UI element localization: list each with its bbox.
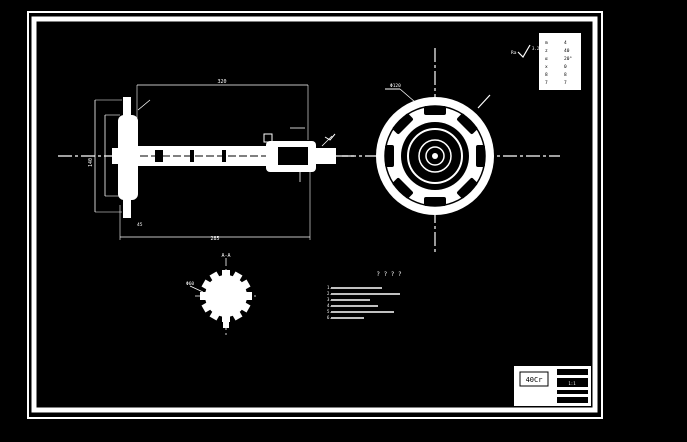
- title-cell-2: [557, 378, 588, 387]
- section-leader: [189, 285, 204, 293]
- param-row-3-val: 20°: [564, 56, 572, 62]
- note-line-5: 5.: [327, 309, 332, 314]
- side-pcd-text: Φ120: [390, 83, 401, 89]
- param-row-2-val: 40: [564, 48, 570, 54]
- flange-boss: [112, 148, 120, 164]
- param-row-3-key: α: [545, 57, 548, 62]
- ring-bore: [425, 146, 445, 166]
- note-line-2: 2.: [327, 291, 332, 296]
- roughness-symbol: Ra: [511, 50, 517, 56]
- note-line-4: 4.: [327, 303, 332, 308]
- param-row-4-key: x: [545, 65, 548, 70]
- roughness-check-icon: [517, 44, 531, 58]
- front-view-shaft: 320 285 140 45: [58, 79, 356, 242]
- note-line-3: 3.: [327, 297, 332, 302]
- ring-window: [457, 113, 478, 134]
- title-scale: 1:1: [568, 381, 576, 386]
- section-view-a-a: A-A Φ60: [186, 253, 258, 335]
- param-row-6-key: 7: [545, 80, 548, 86]
- ring-window: [385, 145, 394, 167]
- ring-window-set: [385, 106, 485, 206]
- ring-window: [424, 106, 446, 115]
- note-line-1: 1.: [327, 285, 332, 290]
- dim-end-note: 45: [137, 222, 143, 228]
- section-dia-text: Φ60: [186, 281, 194, 287]
- param-row-5-key: 8: [545, 72, 548, 78]
- material-code: 40Cr: [526, 376, 543, 384]
- side-leader-left: [399, 88, 416, 103]
- leader-end: [321, 135, 333, 147]
- flange-hub-bottom: [123, 198, 131, 218]
- param-table-bg: [539, 33, 581, 90]
- roughness-symbol-icon: [324, 133, 336, 141]
- ring-window: [392, 178, 413, 199]
- ring-window: [392, 113, 413, 134]
- spline-tooth: [222, 270, 230, 277]
- section-disk: [205, 275, 247, 317]
- side-view-ring: Φ120: [342, 48, 560, 253]
- notes-heading: ? ? ? ?: [376, 271, 402, 278]
- ring-window: [476, 145, 485, 167]
- param-row-4-val: 0: [564, 64, 567, 70]
- param-row-6-val: 7: [564, 80, 567, 86]
- shaft-head-bore: [278, 147, 308, 165]
- technical-notes: ? ? ? ? 1. 2. 3. 4. 5. 6.: [327, 271, 402, 320]
- param-row-1-val: 4: [564, 40, 567, 46]
- flange-disk: [118, 115, 138, 200]
- roughness-value: 3.2: [532, 46, 540, 51]
- title-cell-4: [557, 397, 588, 403]
- gear-param-table: m 4 z 40 α 20° x 0 8 8 7 7: [539, 33, 581, 90]
- title-cell-1: [557, 369, 588, 375]
- param-row-1-key: m: [545, 41, 548, 46]
- title-code-cell: [519, 371, 549, 387]
- title-cell-3: [557, 390, 588, 394]
- side-leader-right: [477, 94, 491, 109]
- datum-box: [263, 133, 273, 143]
- param-row-5-val: 8: [564, 72, 567, 78]
- ring-window: [457, 178, 478, 199]
- outer-frame: [27, 11, 603, 419]
- ring-hub: [418, 139, 452, 173]
- shaft-end: [316, 148, 336, 164]
- section-label: A-A: [221, 253, 230, 259]
- title-block: 40Cr 1:1: [514, 366, 591, 406]
- flange-hub-top: [123, 97, 131, 119]
- ring-window: [424, 197, 446, 206]
- dim-height-text: 140: [88, 158, 94, 167]
- roughness-mark: Ra 3.2: [511, 44, 540, 58]
- dim-bottom-text: 285: [210, 236, 219, 242]
- ring-center-dot: [432, 153, 438, 159]
- param-row-2-key: z: [545, 49, 548, 54]
- section-key-stem: [223, 314, 229, 328]
- ring-inner-rim: [407, 128, 463, 184]
- dim-top-text: 320: [217, 79, 226, 85]
- inner-frame: [31, 16, 598, 413]
- note-line-6: 6.: [327, 315, 332, 320]
- leader-flange: [137, 99, 151, 111]
